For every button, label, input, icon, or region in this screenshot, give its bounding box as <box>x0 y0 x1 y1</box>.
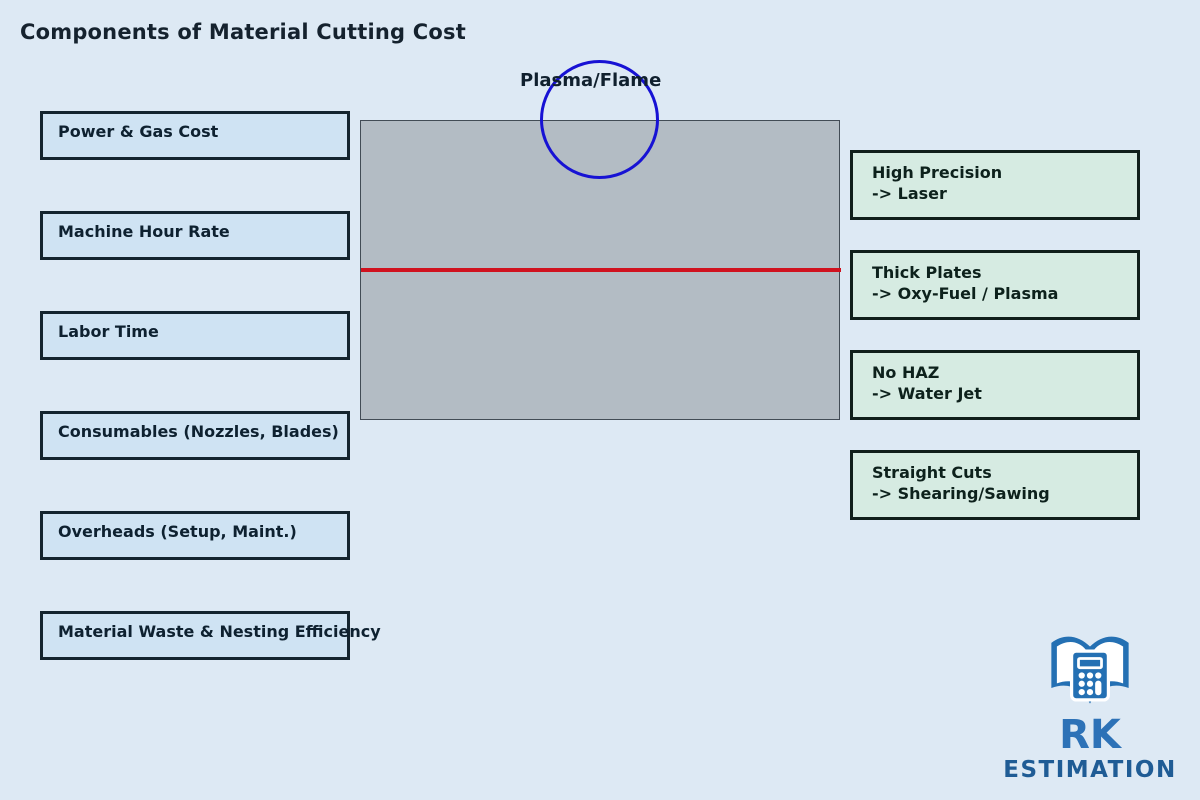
cost-box-labor-time: Labor Time <box>40 311 350 360</box>
cost-box-material-waste: Material Waste & Nesting Efficiency <box>40 611 381 660</box>
open-book-calculator-icon <box>990 627 1190 713</box>
cut-line <box>361 268 841 272</box>
recommendation-box-shearing-sawing: Straight Cuts -> Shearing/Sawing <box>850 450 1140 520</box>
recommendation-process: -> Water Jet <box>872 384 982 403</box>
recommendation-condition: Straight Cuts <box>872 463 992 482</box>
recommendation-box-oxyfuel-plasma: Thick Plates -> Oxy-Fuel / Plasma <box>850 250 1140 320</box>
cost-box-overheads: Overheads (Setup, Maint.) <box>40 511 350 560</box>
cost-box-label: Power & Gas Cost <box>58 122 219 141</box>
recommendation-condition: High Precision <box>872 163 1003 182</box>
recommendation-condition: Thick Plates <box>872 263 982 282</box>
recommendation-process: -> Shearing/Sawing <box>872 484 1050 503</box>
logo-initials: RK <box>1059 712 1121 758</box>
cost-box-label: Machine Hour Rate <box>58 222 230 241</box>
cost-box-consumables: Consumables (Nozzles, Blades) <box>40 411 350 460</box>
recommendation-box-water-jet: No HAZ -> Water Jet <box>850 350 1140 420</box>
plate-process-label: Plasma/Flame <box>520 70 662 91</box>
cost-box-label: Overheads (Setup, Maint.) <box>58 522 297 541</box>
cost-box-label: Consumables (Nozzles, Blades) <box>58 422 339 441</box>
logo-wordmark: ESTIMATION <box>1003 757 1177 783</box>
rk-estimation-logo: RK ESTIMATION <box>990 627 1190 782</box>
recommendation-process: -> Oxy-Fuel / Plasma <box>872 284 1059 303</box>
cost-box-power-gas: Power & Gas Cost <box>40 111 350 160</box>
cost-box-label: Labor Time <box>58 322 159 341</box>
recommendation-box-laser: High Precision -> Laser <box>850 150 1140 220</box>
cost-box-machine-hour-rate: Machine Hour Rate <box>40 211 350 260</box>
cost-box-label: Material Waste & Nesting Efficiency <box>58 622 381 641</box>
page-title: Components of Material Cutting Cost <box>20 20 466 44</box>
recommendation-condition: No HAZ <box>872 363 940 382</box>
torch-path-circle-icon <box>540 60 659 179</box>
recommendation-process: -> Laser <box>872 184 947 203</box>
